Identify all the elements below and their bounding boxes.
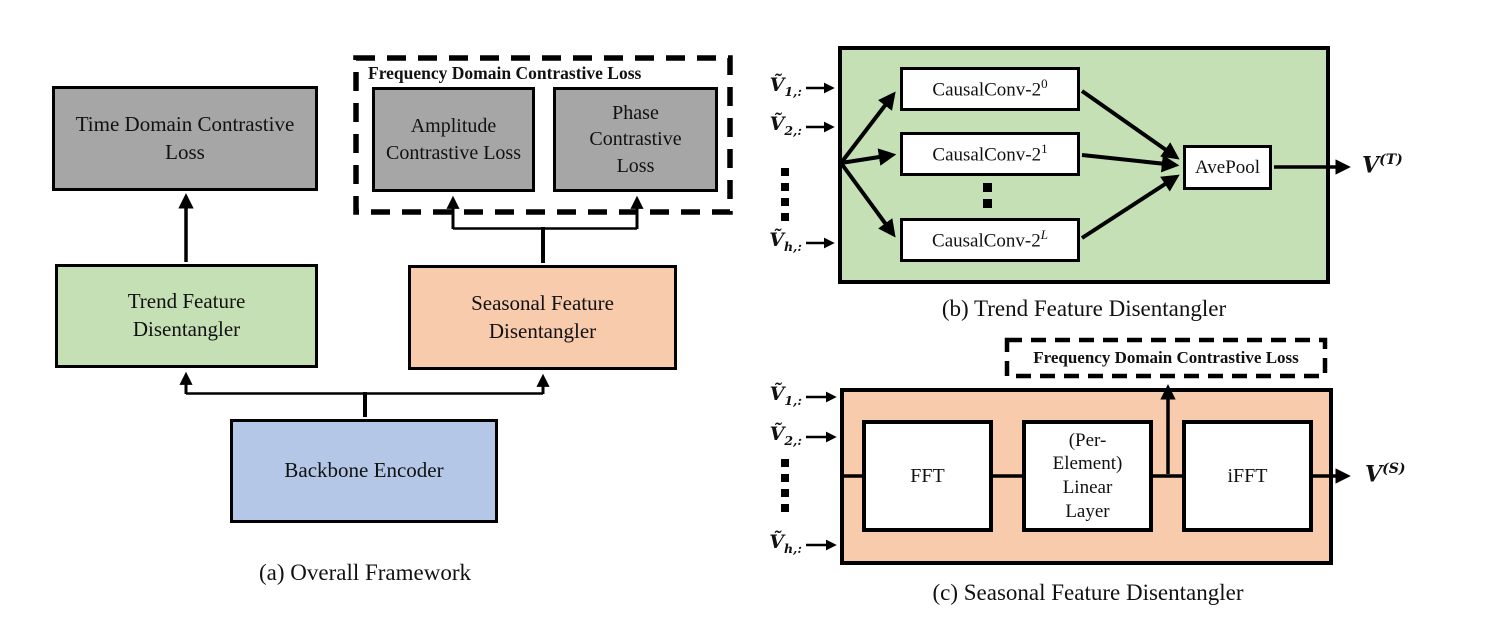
causalconv-0-box: CausalConv-20 — [900, 67, 1080, 111]
trend-disentangler-box: Trend Feature Disentangler — [55, 264, 318, 368]
ifft-box: iFFT — [1182, 420, 1313, 532]
avepool-box: AvePool — [1183, 145, 1272, 190]
frequency-domain-loss-title-c: Frequency Domain Contrastive Loss — [1033, 348, 1299, 367]
causalconv-L-box: CausalConv-2L — [900, 218, 1080, 262]
vertical-ellipsis-conv — [983, 183, 992, 208]
seasonal-disentangler-box: Seasonal Feature Disentangler — [408, 265, 677, 370]
output-v-s-label: V(S) — [1365, 461, 1406, 488]
fft-box: FFT — [862, 420, 993, 532]
input-label-vh-c: Ṽh,: — [769, 531, 802, 556]
input-label-v2-b: Ṽ2,: — [769, 113, 802, 138]
amplitude-contrastive-loss-label: Amplitude Contrastive Loss — [386, 115, 521, 164]
frequency-domain-loss-title-a: Frequency Domain Contrastive Loss — [368, 63, 642, 83]
backbone-encoder-box: Backbone Encoder — [230, 419, 498, 523]
causalconv-1-label: CausalConv-21 — [932, 141, 1048, 166]
backbone-encoder-label: Backbone Encoder — [284, 458, 444, 483]
causalconv-L-label: CausalConv-2L — [932, 227, 1048, 252]
input-label-v1-b: Ṽ1,: — [769, 74, 802, 99]
time-domain-contrastive-loss-box: Time Domain Contrastive Loss — [52, 86, 318, 191]
vertical-ellipsis-inputs-b — [781, 168, 789, 221]
seasonal-disentangler-label: Seasonal Feature Disentangler — [471, 290, 614, 343]
phase-contrastive-loss-label: Phase Contrastive Loss — [589, 101, 682, 177]
amplitude-contrastive-loss-box: Amplitude Contrastive Loss — [372, 87, 535, 192]
causalconv-1-box: CausalConv-21 — [900, 132, 1080, 176]
fft-label: FFT — [910, 464, 945, 487]
caption-trend-disentangler: (b) Trend Feature Disentangler — [941, 296, 1227, 321]
causalconv-0-label: CausalConv-20 — [932, 76, 1048, 101]
time-domain-contrastive-loss-label: Time Domain Contrastive Loss — [75, 111, 295, 164]
caption-seasonal-disentangler: (c) Seasonal Feature Disentangler — [932, 580, 1244, 605]
input-label-vh-b: Ṽh,: — [769, 229, 802, 254]
avepool-label: AvePool — [1194, 156, 1261, 178]
per-element-linear-box: (Per- Element) Linear Layer — [1022, 420, 1153, 532]
trend-disentangler-label: Trend Feature Disentangler — [127, 289, 246, 341]
ifft-label: iFFT — [1227, 464, 1268, 487]
input-label-v1-c: Ṽ1,: — [769, 383, 802, 408]
per-element-linear-label: (Per- Element) Linear Layer — [1052, 429, 1123, 522]
caption-overall-framework: (a) Overall Framework — [258, 560, 472, 585]
vertical-ellipsis-inputs-c — [781, 459, 789, 512]
input-label-v2-c: Ṽ2,: — [769, 423, 802, 448]
output-v-t-label: V(T) — [1362, 152, 1403, 179]
phase-contrastive-loss-box: Phase Contrastive Loss — [553, 87, 718, 192]
